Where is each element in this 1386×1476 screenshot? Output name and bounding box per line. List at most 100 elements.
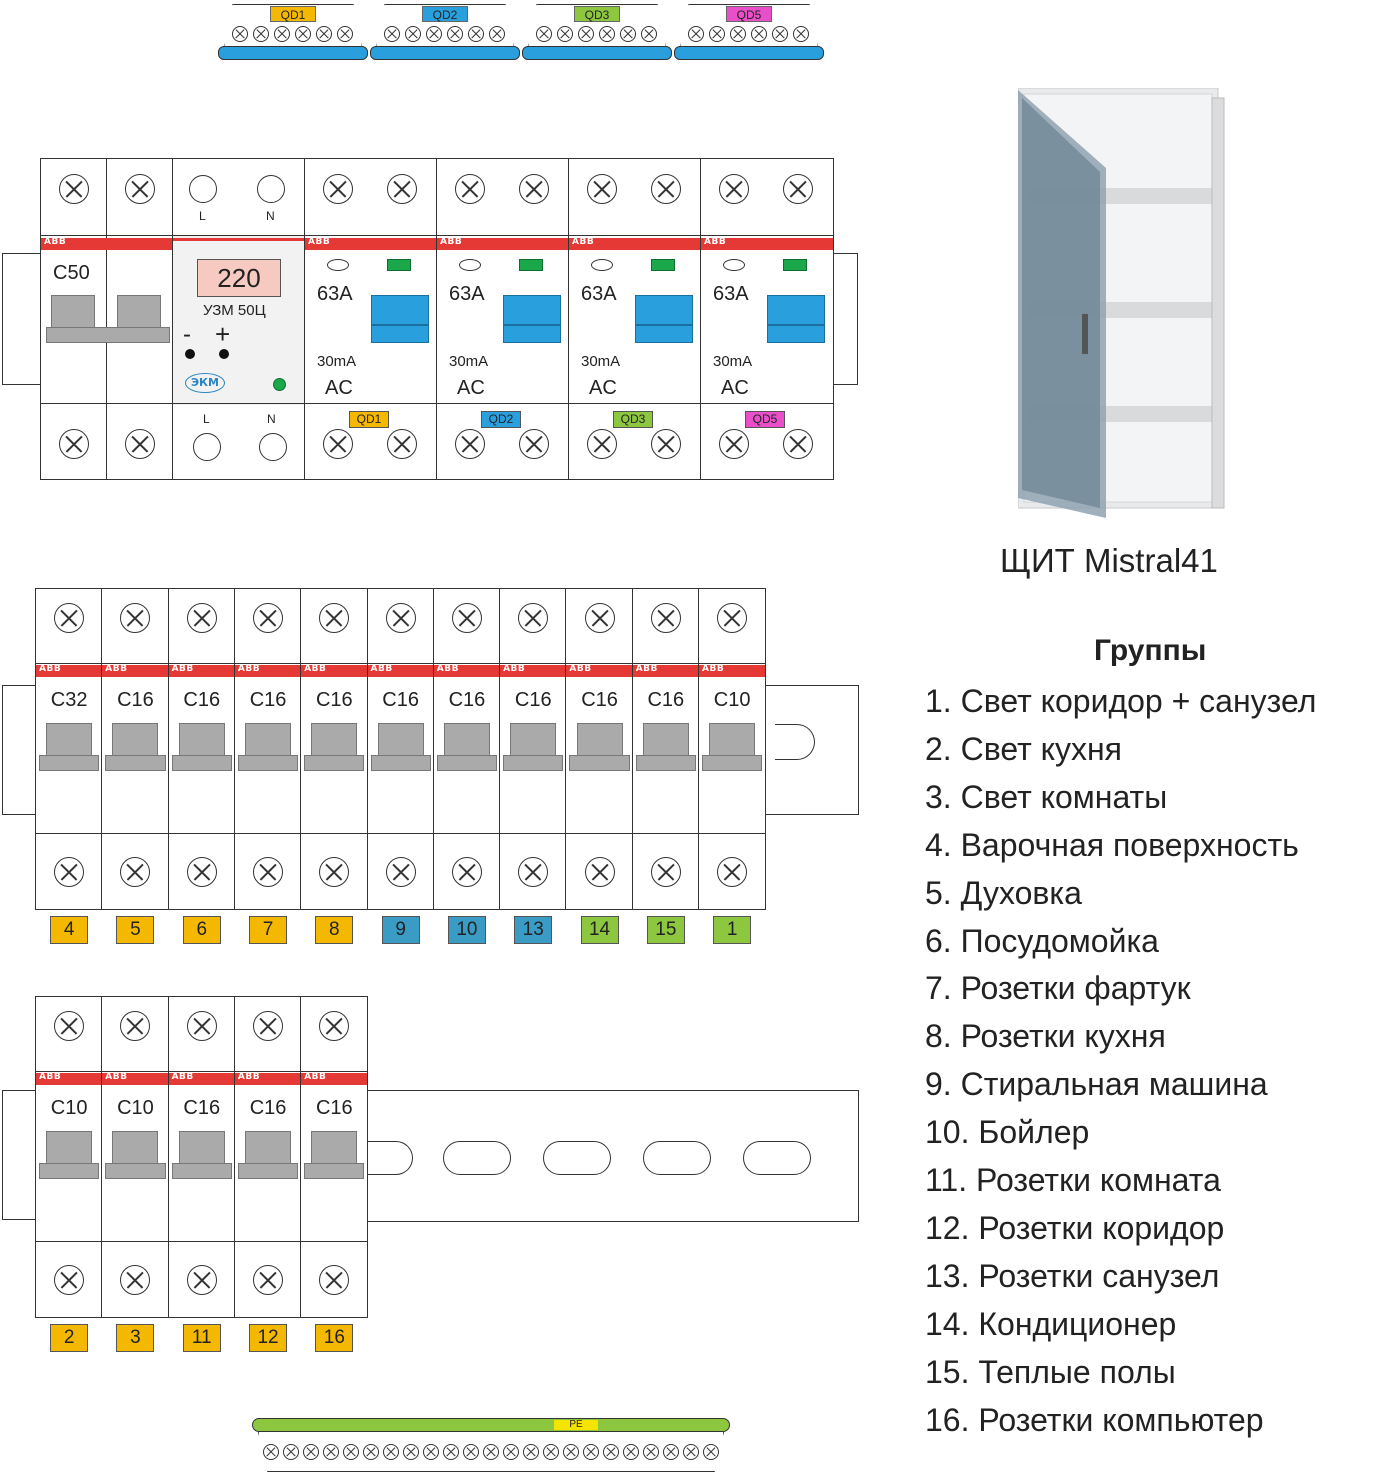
pe-label: PE	[554, 1420, 598, 1430]
rail-slot	[443, 1141, 511, 1175]
terminal-screw-icon	[717, 603, 748, 633]
terminal-screw-icon	[253, 1011, 284, 1041]
breaker-rating: C16	[382, 689, 419, 711]
rcd-lever[interactable]	[635, 295, 693, 325]
terminal-screw-icon	[518, 603, 549, 633]
brand-label: ABB	[704, 237, 727, 247]
rcd-lever[interactable]	[371, 295, 429, 325]
bus-screw-icon	[468, 26, 484, 42]
bus-screw-icon	[274, 26, 290, 42]
brand-label: ABB	[237, 1072, 261, 1082]
bus-screw-icon	[683, 1444, 699, 1460]
breaker-rating: C16	[249, 689, 287, 711]
group-tag: 8	[315, 916, 354, 944]
indicator-window-icon	[591, 259, 613, 271]
toggle-lever[interactable]	[46, 723, 93, 757]
toggle-lever[interactable]	[311, 723, 358, 757]
neutral-bus: QD3	[522, 4, 672, 60]
terminal-screw-icon	[387, 174, 417, 204]
terminal-screw-icon	[59, 174, 89, 204]
row3-rail	[365, 1090, 859, 1222]
cabinet-image	[1017, 87, 1228, 523]
bus-screw-icon	[483, 1444, 499, 1460]
bus-screw-icon	[793, 26, 809, 42]
toggle-lever[interactable]	[709, 723, 756, 757]
toggle-lever[interactable]	[112, 723, 159, 757]
terminal-screw-icon	[385, 603, 416, 633]
bus-screw-icon	[463, 1444, 479, 1460]
brand-label: ABB	[44, 237, 67, 247]
bus-screw-icon	[443, 1444, 459, 1460]
rcd-lever-base	[503, 325, 561, 343]
bus-screw-icon	[523, 1444, 539, 1460]
lever-base	[105, 1163, 166, 1179]
main-switch: ABB C50	[40, 158, 174, 480]
bus-bar	[522, 46, 672, 60]
group-item: 16. Розетки компьютер	[925, 1401, 1264, 1438]
toggle-lever[interactable]	[576, 723, 623, 757]
bus-screw-icon	[253, 26, 269, 42]
rcd-lever[interactable]	[503, 295, 561, 325]
terminal-screw-icon	[519, 174, 549, 204]
toggle-lever[interactable]	[178, 1131, 225, 1165]
toggle-lever[interactable]	[377, 723, 424, 757]
bus-screw-icon	[423, 1444, 439, 1460]
minus-button[interactable]	[185, 349, 195, 359]
toggle-lever[interactable]	[46, 1131, 93, 1165]
toggle-lever[interactable]	[51, 295, 95, 329]
toggle-lever[interactable]	[178, 723, 225, 757]
terminal-screw-icon	[120, 1265, 151, 1295]
rail-slot	[743, 1141, 811, 1175]
rcd-current: 30mA	[713, 353, 753, 370]
terminal-screw-icon	[651, 174, 681, 204]
pe-bus-bar	[252, 1418, 730, 1432]
toggle-lever[interactable]	[245, 723, 292, 757]
rail-slot	[543, 1141, 611, 1175]
terminal-screw-icon	[253, 857, 284, 887]
terminal-screw-icon	[186, 1011, 217, 1041]
toggle-lever[interactable]	[112, 1131, 159, 1165]
group-tag: 4	[50, 916, 89, 944]
toggle-lever[interactable]	[311, 1131, 358, 1165]
group-tag: 5	[116, 916, 155, 944]
brand-label: ABB	[39, 664, 62, 674]
toggle-lever[interactable]	[510, 723, 557, 757]
row2-rail-end-right	[764, 685, 859, 815]
rcd-lever[interactable]	[767, 295, 825, 325]
toggle-lever[interactable]	[443, 723, 490, 757]
terminal-screw-icon	[584, 857, 615, 887]
breaker-rating: C16	[117, 689, 154, 711]
terminal-screw-icon	[584, 603, 615, 633]
toggle-lever[interactable]	[117, 295, 161, 329]
rail-slot	[365, 1141, 413, 1175]
terminal-screw-icon	[455, 174, 485, 204]
terminal-screw-icon	[253, 1265, 284, 1295]
bus-screw-icon	[343, 1444, 359, 1460]
terminal-screw-icon	[587, 429, 617, 459]
bus-screw-icon	[603, 1444, 619, 1460]
bus-bar	[218, 46, 368, 60]
terminal-screw-icon	[59, 429, 89, 459]
terminal-screw-icon	[54, 1011, 85, 1041]
bus-screw-icon	[232, 26, 248, 42]
neutral-bus: QD2	[370, 4, 520, 60]
status-led-icon	[273, 378, 286, 391]
bus-label: QD3	[574, 6, 620, 22]
rcd-rating: 63A	[713, 283, 749, 305]
toggle-lever[interactable]	[245, 1131, 292, 1165]
toggle-lever[interactable]	[642, 723, 689, 757]
pe-bus: PE	[252, 1418, 730, 1474]
group-tag: 15	[646, 916, 685, 944]
terminal-screw-icon	[186, 1265, 217, 1295]
plus-button[interactable]	[219, 349, 229, 359]
